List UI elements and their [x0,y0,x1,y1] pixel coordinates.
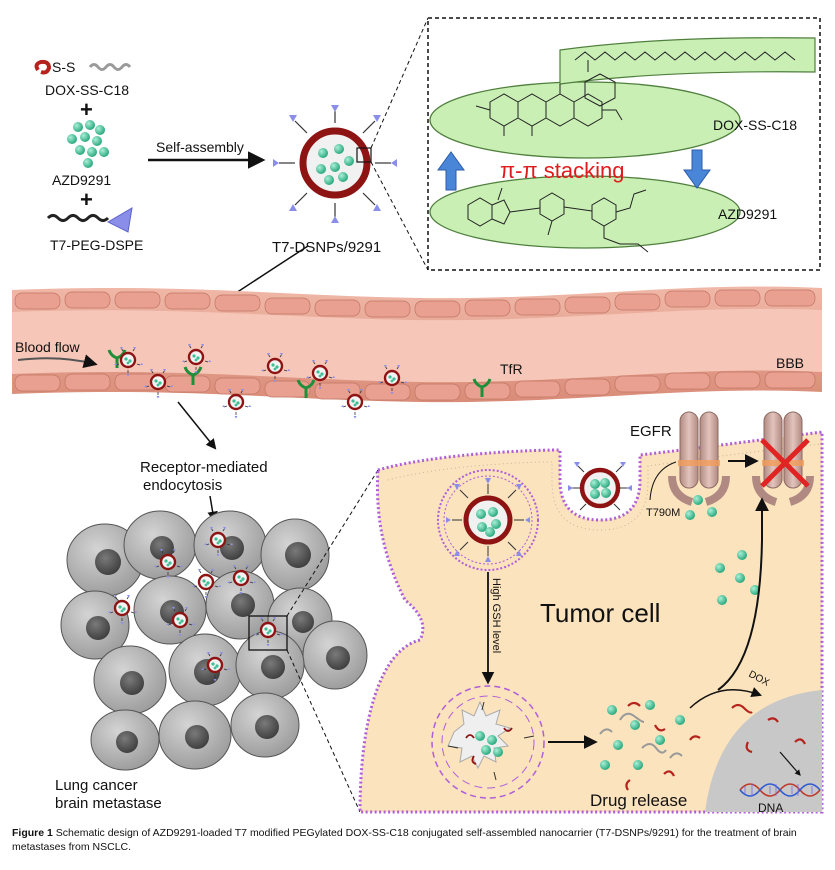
drug-release-label: Drug release [590,791,687,810]
tumor-cell-panel: EGFR T790M Tumor cell High GSH level [358,411,824,815]
brain-metastase-label: brain metastase [55,795,162,812]
high-gsh-label: High GSH level [490,578,502,653]
blood-vessel [12,286,822,420]
plus-sign-1: + [80,97,93,122]
dna-helix [739,783,821,797]
endosome [437,469,539,571]
azd9291-disk-label: AZD9291 [718,206,777,222]
pi-stacking-label: π-π stacking [500,158,625,183]
ss-bond-label: S-S [52,59,75,75]
dox-ss-c18-label: DOX-SS-C18 [45,82,129,98]
egfr-label: EGFR [630,423,672,440]
blood-flow-arrow [17,354,98,368]
disassembled-nanoparticle [431,685,545,799]
membrane-nanoparticle [568,462,632,511]
self-assembly-label: Self-assembly [156,139,244,155]
egfr-receptor-1 [668,411,730,506]
endocytosis-label: endocytosis [143,477,222,494]
dna-label: DNA [758,801,783,815]
lung-cancer-cells [60,510,368,771]
dox-ss-c18-icon [34,59,132,75]
c18-tail-band [559,37,816,85]
figure-caption: Figure 1 Schematic design of AZD9291-loa… [12,826,824,854]
tfr-label: TfR [500,361,523,377]
zoom-box [248,615,288,651]
pi-stacking-inset: π-π stacking DOX-SS-C18 AZD9291 [427,17,821,271]
up-arrow [437,151,465,191]
lung-cancer-label: Lung cancer [55,777,138,794]
nanoparticle-label: T7-DSNPs/9291 [272,239,381,256]
caption-text: Schematic design of AZD9291-loaded T7 mo… [12,827,797,853]
egfr-receptor-2 [752,411,814,506]
t790m-label: T790M [646,507,680,519]
dox-ss-c18-disk-label: DOX-SS-C18 [713,117,797,133]
tfr-receptors [107,349,492,398]
schematic-figure: S-S DOX-SS-C18 + AZD9291 + T7-PEG-DSPE S… [12,17,824,815]
down-arrow [683,149,711,189]
bbb-label: BBB [776,355,804,371]
components-panel: S-S DOX-SS-C18 + AZD9291 + T7-PEG-DSPE [34,59,143,253]
nucleus [705,690,822,812]
blood-flow-label: Blood flow [15,339,80,355]
receptor-mediated-label: Receptor-mediated [140,459,268,476]
t7-peg-dspe-label: T7-PEG-DSPE [50,237,143,253]
tumor-cell-label: Tumor cell [540,598,660,628]
inhibition-cross [760,438,810,488]
azd9291-label: AZD9291 [52,172,111,188]
azd9291-cluster-icon [67,120,109,168]
nanoparticle-large [273,105,397,223]
drug-release-cluster [599,700,701,791]
endocytosis-arrow-down [177,401,217,450]
t7-peg-dspe-icon [46,207,133,233]
plus-sign-2: + [80,187,93,212]
azd9291-disk [429,175,741,249]
caption-figure-label: Figure 1 [12,827,53,839]
